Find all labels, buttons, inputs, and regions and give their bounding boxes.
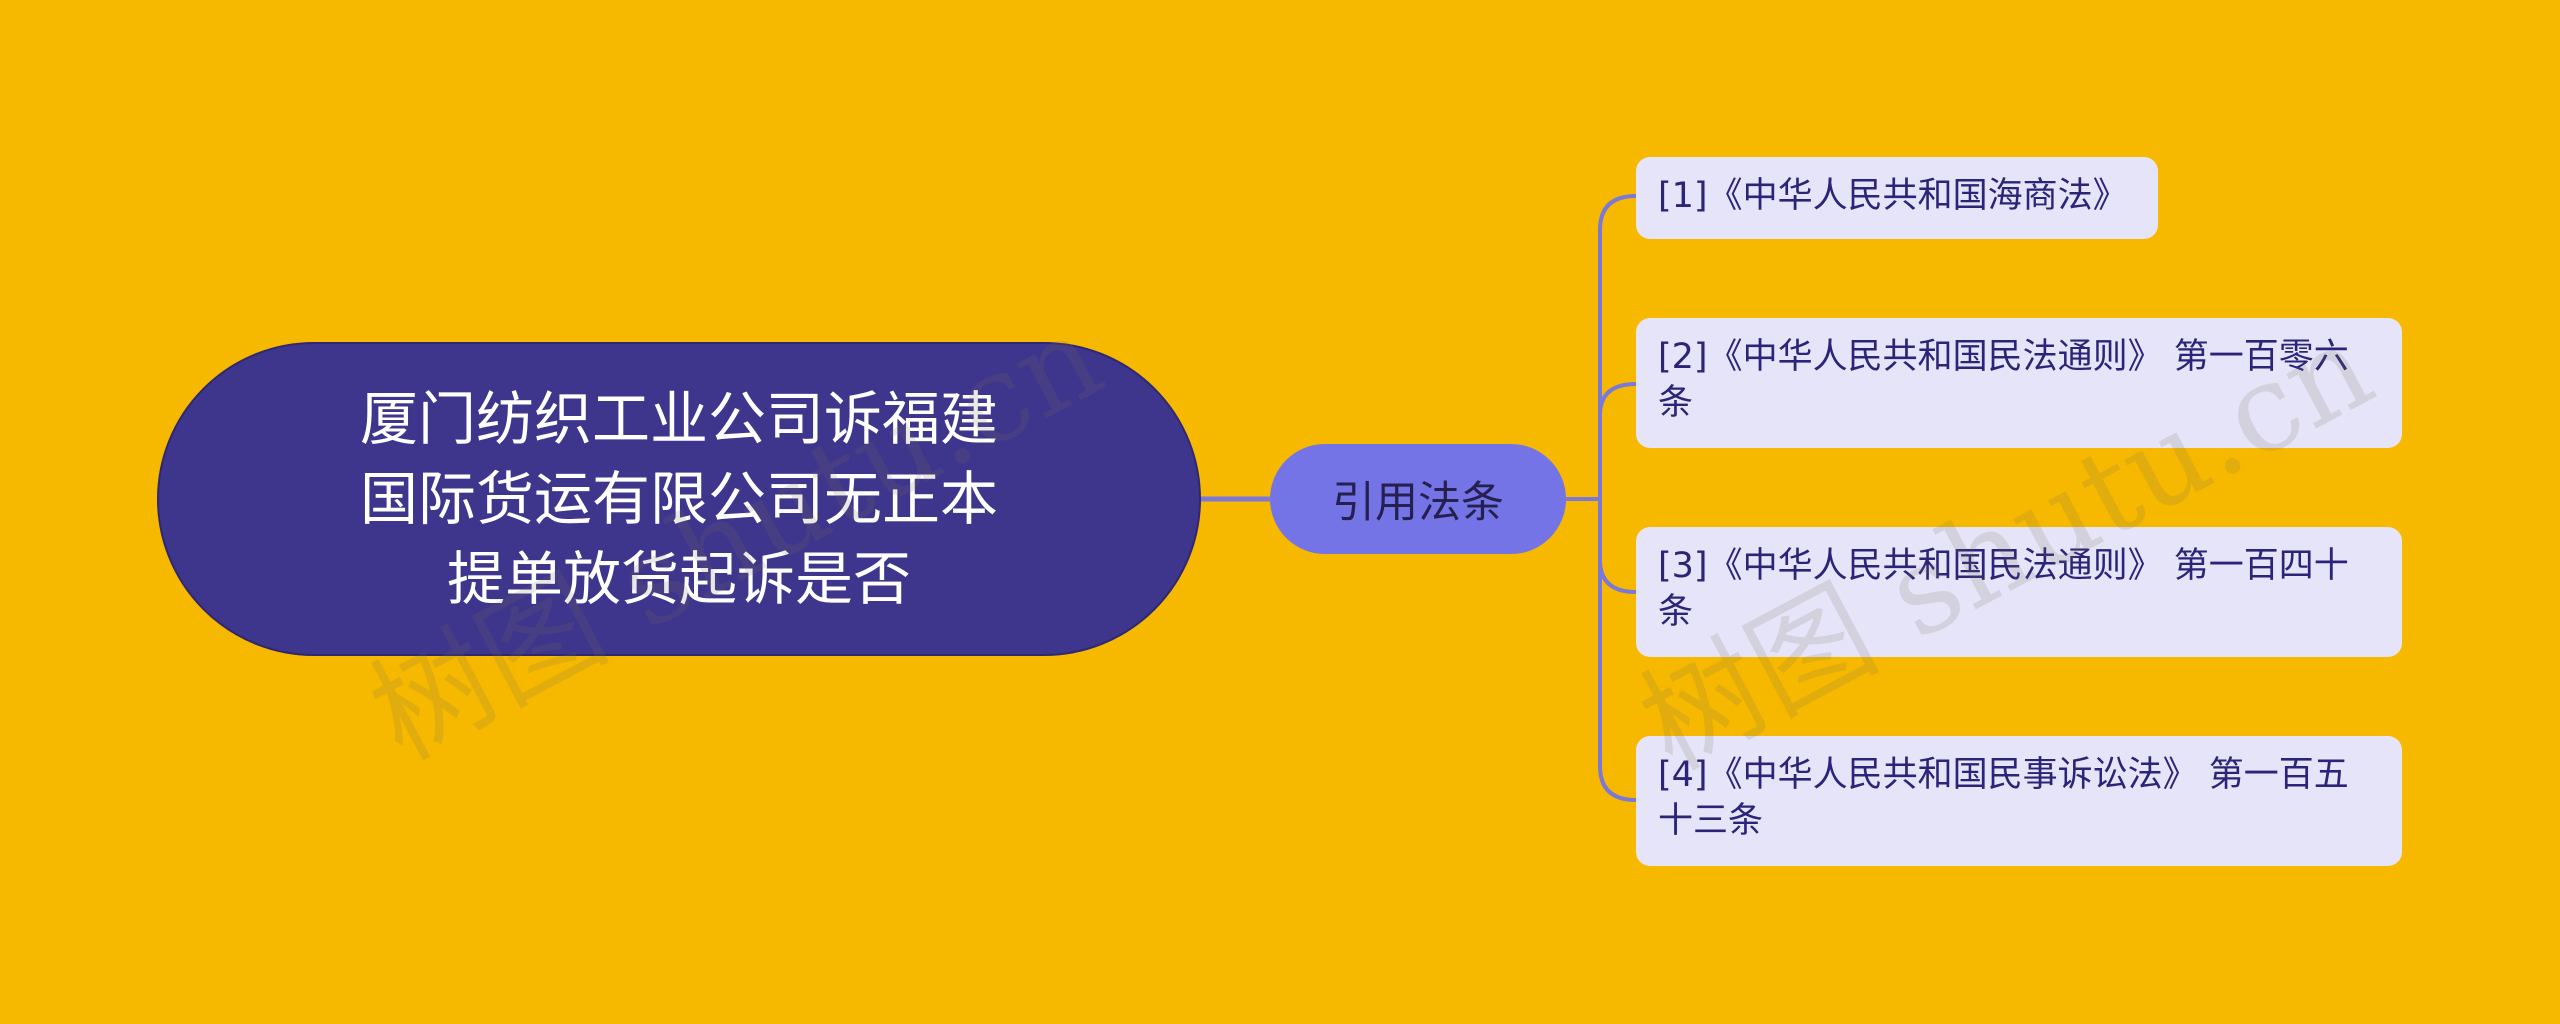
leaf-node-3-text: [3]《中华人民共和国民法通则》 第一百四十条 — [1658, 546, 2349, 632]
leaf-node-2[interactable]: [2]《中华人民共和国民法通则》 第一百零六条 — [1636, 318, 2402, 448]
leaf-node-4-text: [4]《中华人民共和国民事诉讼法》 第一百五十三条 — [1658, 755, 2349, 841]
leaf-node-1[interactable]: [1]《中华人民共和国海商法》 — [1636, 157, 2158, 239]
leaf-node-3[interactable]: [3]《中华人民共和国民法通则》 第一百四十条 — [1636, 527, 2402, 657]
leaf-node-4[interactable]: [4]《中华人民共和国民事诉讼法》 第一百五十三条 — [1636, 736, 2402, 866]
leaf-node-1-text: [1]《中华人民共和国海商法》 — [1658, 176, 2128, 216]
branch-topic-label: 引用法条 — [1332, 478, 1504, 528]
branch-topic-node[interactable]: 引用法条 — [1270, 444, 1566, 554]
leaf-4-connector — [1598, 499, 1637, 802]
leaf-node-2-text: [2]《中华人民共和国民法通则》 第一百零六条 — [1658, 337, 2349, 423]
leaf-3-connector — [1598, 499, 1637, 594]
root-topic-node[interactable]: 厦门纺织工业公司诉福建 国际货运有限公司无正本 提单放货起诉是否 — [157, 342, 1201, 656]
leaf-1-connector — [1598, 194, 1637, 499]
leaf-2-connector — [1598, 382, 1637, 499]
root-topic-title: 厦门纺织工业公司诉福建 国际货运有限公司无正本 提单放货起诉是否 — [359, 385, 998, 613]
